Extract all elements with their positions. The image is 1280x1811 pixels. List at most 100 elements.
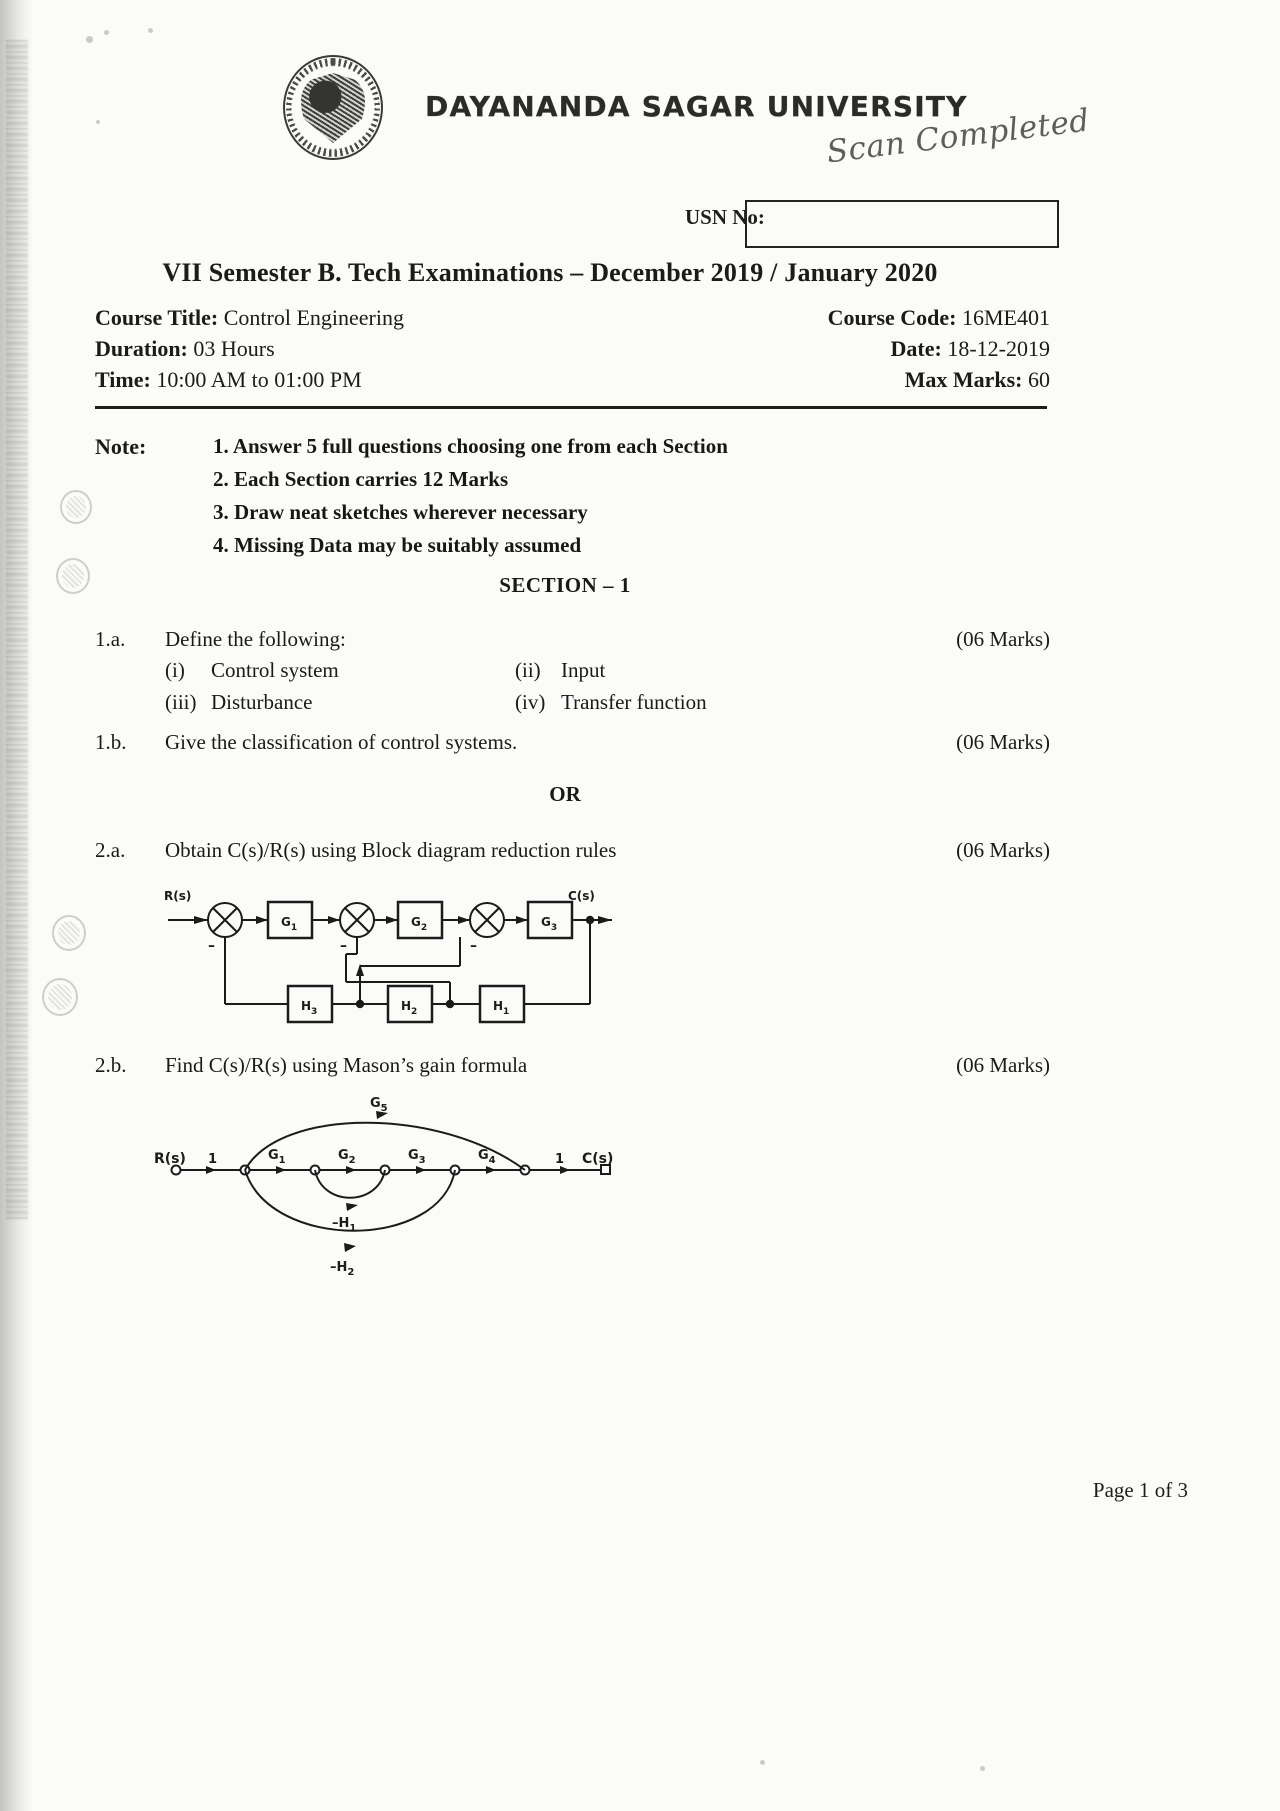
university-title: DAYANANDA SAGAR UNIVERSITY [425, 90, 968, 123]
question-marks: (06 Marks) [956, 627, 1050, 651]
subitem-roman: (iv) [515, 690, 546, 714]
course-code-cell: Course Code: 16ME401 [828, 305, 1050, 331]
block-G1-label: G1 [281, 915, 297, 933]
duration-label: Duration: [95, 336, 188, 361]
scan-edge-artifact [0, 0, 34, 1811]
sfg-G5-label: G5 [370, 1096, 388, 1114]
note-block: Note: 1. Answer 5 full questions choosin… [95, 430, 995, 562]
block-H3-label: H3 [301, 999, 317, 1017]
usn-label: USN No: [685, 205, 765, 229]
duration-cell: Duration: 03 Hours [95, 336, 275, 362]
sfg-H2-label: –H2 [330, 1260, 354, 1278]
question-text: Obtain C(s)/R(s) using Block diagram red… [165, 838, 617, 862]
scan-speck [148, 28, 153, 33]
note-item: 4. Missing Data may be suitably assumed [213, 533, 582, 557]
note-item: 2. Each Section carries 12 Marks [213, 467, 509, 491]
note-label: Note: [95, 434, 147, 459]
page-footer: Page 1 of 3 [1092, 1478, 1188, 1502]
question-2a: 2.a. Obtain C(s)/R(s) using Block diagra… [95, 838, 1050, 863]
subitem-text: Transfer function [561, 690, 707, 714]
date-value: 18-12-2019 [947, 336, 1050, 361]
date-label: Date: [890, 336, 942, 361]
question-marks: (06 Marks) [956, 730, 1050, 754]
note-list: 1. Answer 5 full questions choosing one … [213, 430, 995, 562]
max-marks-value: 60 [1028, 367, 1050, 392]
block-H1-label: H1 [493, 999, 509, 1017]
question-number: 1.a. [95, 627, 126, 651]
note-item: 3. Draw neat sketches wherever necessary [213, 500, 588, 524]
scan-speck [980, 1766, 985, 1771]
course-code-value: 16ME401 [962, 305, 1050, 330]
scan-ring-artifact [42, 978, 78, 1016]
signal-flow-graph-figure: R(s) 1 G1 G2 G3 G4 1 C(s) G5 –H1 –H2 [140, 1095, 650, 1280]
course-code-label: Course Code: [827, 305, 957, 330]
scan-ring-artifact [52, 915, 86, 951]
time-label: Time: [95, 367, 151, 392]
sfg-G1-label: G1 [268, 1148, 286, 1166]
sfg-output-gain: 1 [555, 1152, 564, 1167]
question-marks: (06 Marks) [956, 838, 1050, 862]
subitem-ii: (ii) Input [515, 658, 1050, 683]
time-value: 10:00 AM to 01:00 PM [156, 367, 362, 392]
block-diagram-figure: R(s) C(s) G1 G2 G3 H3 H2 H1 – – – [150, 878, 630, 1038]
sfg-input-label: R(s) [154, 1151, 186, 1167]
max-marks-cell: Max Marks: 60 [905, 367, 1050, 393]
scan-speck [760, 1760, 765, 1765]
subitem-roman: (i) [165, 658, 185, 682]
time-cell: Time: 10:00 AM to 01:00 PM [95, 367, 362, 393]
question-number: 2.b. [95, 1053, 127, 1077]
sfg-input-gain: 1 [208, 1152, 217, 1167]
subitem-roman: (ii) [515, 658, 541, 682]
sfg-G3-label: G3 [408, 1148, 426, 1166]
course-title-cell: Course Title: Control Engineering [95, 305, 404, 331]
sfg-output-label: C(s) [582, 1151, 613, 1167]
exam-title: VII Semester B. Tech Examinations – Dece… [162, 258, 938, 287]
meta-row-duration: Duration: 03 Hours Date: 18-12-2019 [95, 336, 1050, 367]
summing-sign-3: – [470, 938, 477, 954]
max-marks-label: Max Marks: [904, 367, 1023, 392]
question-text: Find C(s)/R(s) using Mason’s gain formul… [165, 1053, 528, 1077]
subitem-iii: (iii) Disturbance [165, 690, 515, 715]
sfg-G2-label: G2 [338, 1148, 356, 1166]
question-text: Give the classification of control syste… [165, 730, 518, 754]
subitem-text: Input [561, 658, 606, 682]
duration-value: 03 Hours [193, 336, 275, 361]
subitem-text: Control system [211, 658, 339, 682]
scan-speck [86, 36, 93, 43]
or-divider: OR [549, 782, 581, 806]
date-cell: Date: 18-12-2019 [891, 336, 1050, 362]
scan-speck [104, 30, 109, 35]
usn-input-box[interactable] [745, 200, 1059, 248]
block-H2-label: H2 [401, 999, 417, 1017]
block-diagram-output-label: C(s) [568, 889, 595, 903]
question-marks: (06 Marks) [956, 1053, 1050, 1077]
course-title-value: Control Engineering [223, 305, 404, 330]
block-G3-label: G3 [541, 915, 557, 933]
subitem-i: (i) Control system [165, 658, 515, 683]
block-G2-label: G2 [411, 915, 427, 933]
question-number: 2.a. [95, 838, 126, 862]
subitem-roman: (iii) [165, 690, 197, 714]
header-divider [95, 406, 1047, 409]
summing-sign-1: – [208, 938, 215, 954]
course-title-label: Course Title: [95, 305, 219, 330]
question-2b: 2.b. Find C(s)/R(s) using Mason’s gain f… [95, 1053, 1050, 1078]
question-subitems: (i) Control system (ii) Input (iii) Disturb… [165, 658, 1050, 715]
summing-sign-2: – [340, 938, 347, 954]
exam-meta-block: Course Title: Control Engineering Course… [95, 305, 1050, 398]
question-1a: 1.a. Define the following: (i) Control sy… [95, 627, 1050, 715]
subitem-iv: (iv) Transfer function [515, 690, 1050, 715]
subitem-text: Disturbance [211, 690, 313, 714]
scan-speck [96, 120, 100, 124]
scan-ring-artifact [60, 490, 92, 524]
question-text: Define the following: [165, 627, 346, 651]
note-item: 1. Answer 5 full questions choosing one … [213, 434, 728, 458]
university-seal-logo [283, 55, 383, 160]
question-number: 1.b. [95, 730, 127, 754]
section-heading: SECTION – 1 [499, 573, 631, 597]
scan-noise-artifact [6, 40, 28, 1220]
scan-ring-artifact [56, 558, 90, 594]
meta-row-time: Time: 10:00 AM to 01:00 PM Max Marks: 60 [95, 367, 1050, 398]
question-1b: 1.b. Give the classification of control … [95, 730, 1050, 755]
